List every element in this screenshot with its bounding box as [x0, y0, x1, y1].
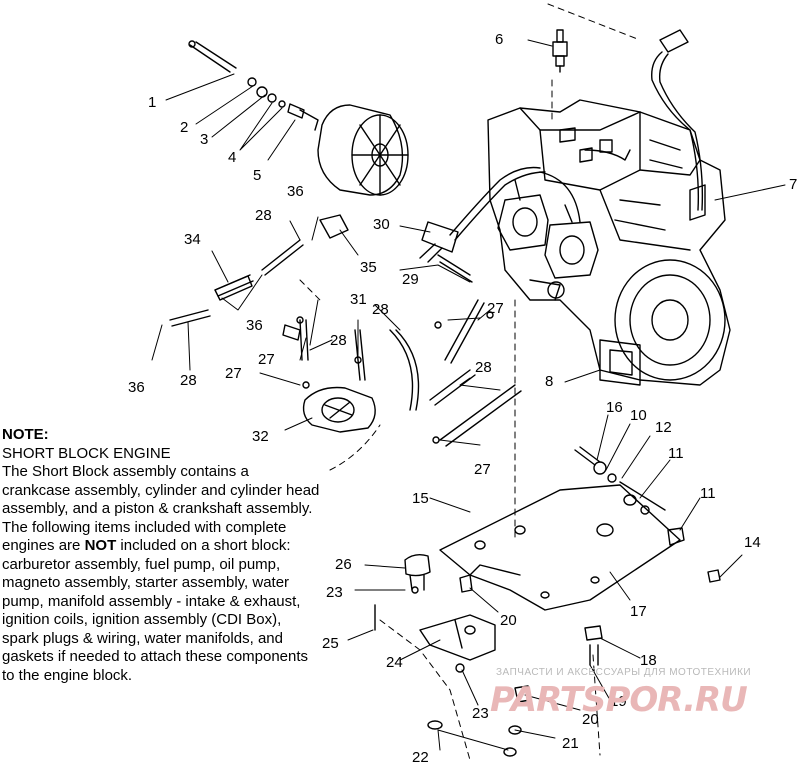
callout-28-d: 28	[475, 359, 492, 376]
callout-27-a: 27	[487, 300, 504, 317]
callout-10: 10	[630, 407, 647, 424]
callout-18: 18	[640, 652, 657, 669]
callout-28-e: 28	[180, 372, 197, 389]
fuel-line-illustration	[419, 149, 631, 263]
pulley-shaft-illustration	[188, 40, 305, 119]
callout-26: 26	[335, 556, 352, 573]
callout-19: 19	[610, 693, 627, 710]
water-hoses-illustration	[169, 214, 522, 447]
callout-7: 7	[789, 176, 798, 193]
callout-16: 16	[606, 399, 623, 416]
callout-35: 35	[360, 259, 377, 276]
callout-8: 8	[545, 373, 554, 390]
fastener-illustration	[282, 324, 603, 757]
callout-36-left: 36	[128, 379, 145, 396]
callout-20-lower: 20	[582, 711, 599, 728]
engine-mount-bracket-illustration	[419, 614, 496, 661]
note-body-end: included on a short block: carburetor as…	[2, 537, 309, 684]
callout-14: 14	[744, 534, 761, 551]
callout-20-upper: 20	[500, 612, 517, 629]
callout-30: 30	[373, 216, 390, 233]
mounting-plate-illustration	[439, 484, 681, 611]
short-block-note: NOTE: SHORT BLOCK ENGINE The Short Block…	[2, 426, 320, 685]
coupler-hose-illustration	[214, 254, 473, 301]
callout-36-middle: 36	[246, 317, 263, 334]
callout-24: 24	[386, 654, 403, 671]
callout-12: 12	[655, 419, 672, 436]
callout-32: 32	[252, 428, 269, 445]
watermark-tagline: ЗАПЧАСТИ И АКСЕССУАРЫ ДЛЯ МОТОТЕХНИКИ	[496, 667, 752, 678]
spark-plug-illustration	[552, 29, 568, 73]
callout-28-a: 28	[255, 207, 272, 224]
callout-29: 29	[402, 271, 419, 288]
callout-34: 34	[184, 231, 201, 248]
watermark-logo: PARTSPOR.RU	[490, 680, 748, 720]
engine-block-illustration	[487, 99, 731, 386]
callout-2: 2	[180, 119, 189, 136]
leader-lines	[151, 39, 786, 751]
callout-27-d: 27	[474, 461, 491, 478]
callout-27-c: 27	[225, 365, 242, 382]
callout-31: 31	[350, 291, 367, 308]
callout-3: 3	[200, 131, 209, 148]
note-subheading: SHORT BLOCK ENGINE	[2, 444, 171, 462]
note-bold-not: NOT	[84, 537, 117, 554]
callout-17: 17	[630, 603, 647, 620]
water-pump-illustration	[302, 386, 376, 433]
spark-plug-wire-illustration	[651, 29, 704, 211]
callout-4: 4	[228, 149, 237, 166]
callout-6: 6	[495, 31, 504, 48]
callout-1: 1	[148, 94, 157, 111]
centerlines	[299, 3, 641, 761]
callout-11-upper: 11	[668, 445, 684, 462]
callout-21: 21	[562, 735, 579, 752]
callout-15: 15	[412, 490, 429, 507]
callout-23-lower: 23	[472, 705, 489, 722]
callout-22: 22	[412, 749, 429, 765]
callout-28-b: 28	[330, 332, 347, 349]
callout-28-c: 28	[372, 301, 389, 318]
note-body: The Short Block assembly contains a cran…	[2, 463, 320, 685]
callout-36-top: 36	[287, 183, 304, 200]
callout-5: 5	[253, 167, 262, 184]
callout-23-upper: 23	[326, 584, 343, 601]
callout-11-lower: 11	[700, 485, 716, 502]
callout-27-b: 27	[258, 351, 275, 368]
note-body-start: The Short Block assembly contains a cran…	[2, 463, 320, 554]
callout-25: 25	[322, 635, 339, 652]
carburetor-illustration	[497, 179, 599, 279]
note-heading: NOTE:	[2, 426, 49, 443]
fan-housing-illustration	[299, 104, 409, 196]
